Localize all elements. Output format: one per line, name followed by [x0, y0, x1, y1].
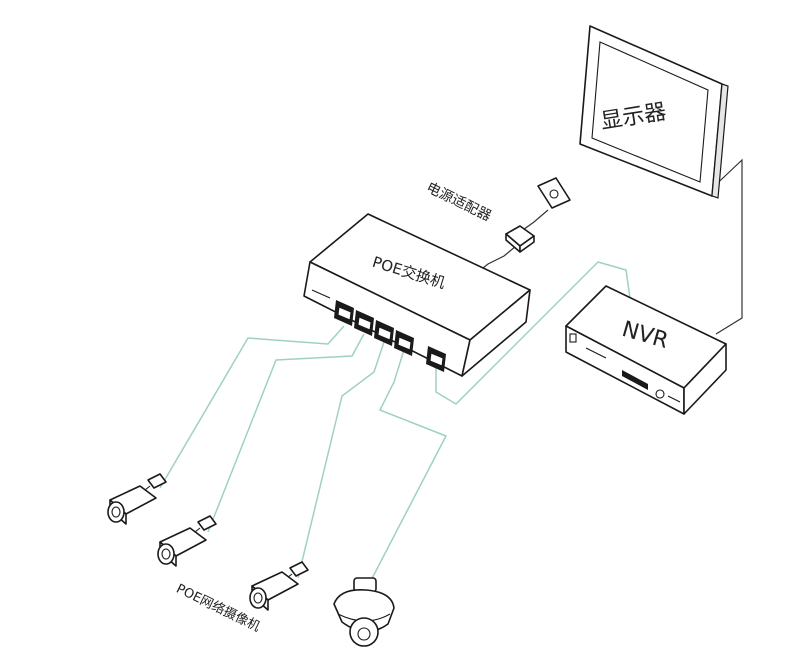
monitor-screen [591, 41, 709, 183]
power-outlet [537, 177, 571, 209]
nvr-front-details [569, 333, 681, 403]
switch-side [461, 289, 531, 377]
cable-monitor-to-nvr [705, 158, 743, 335]
monitor [579, 25, 729, 199]
cable-to-camera-1 [159, 325, 345, 489]
bullet-camera-3 [249, 561, 309, 611]
cable-switch-to-nvr [435, 261, 631, 405]
nvr-side [683, 343, 727, 415]
poe-switch [303, 213, 531, 377]
power-adapter [505, 225, 535, 253]
dome-camera [333, 577, 395, 647]
bullet-camera-2 [157, 515, 217, 567]
cable-to-camera-2 [207, 333, 365, 533]
network-cables [159, 261, 631, 591]
switch-ports [334, 300, 446, 372]
cable-to-dome-camera [365, 349, 447, 591]
monitor-side [711, 83, 729, 199]
cable-to-camera-3 [297, 341, 385, 579]
nvr [565, 285, 727, 415]
bullet-camera-1 [107, 473, 167, 525]
